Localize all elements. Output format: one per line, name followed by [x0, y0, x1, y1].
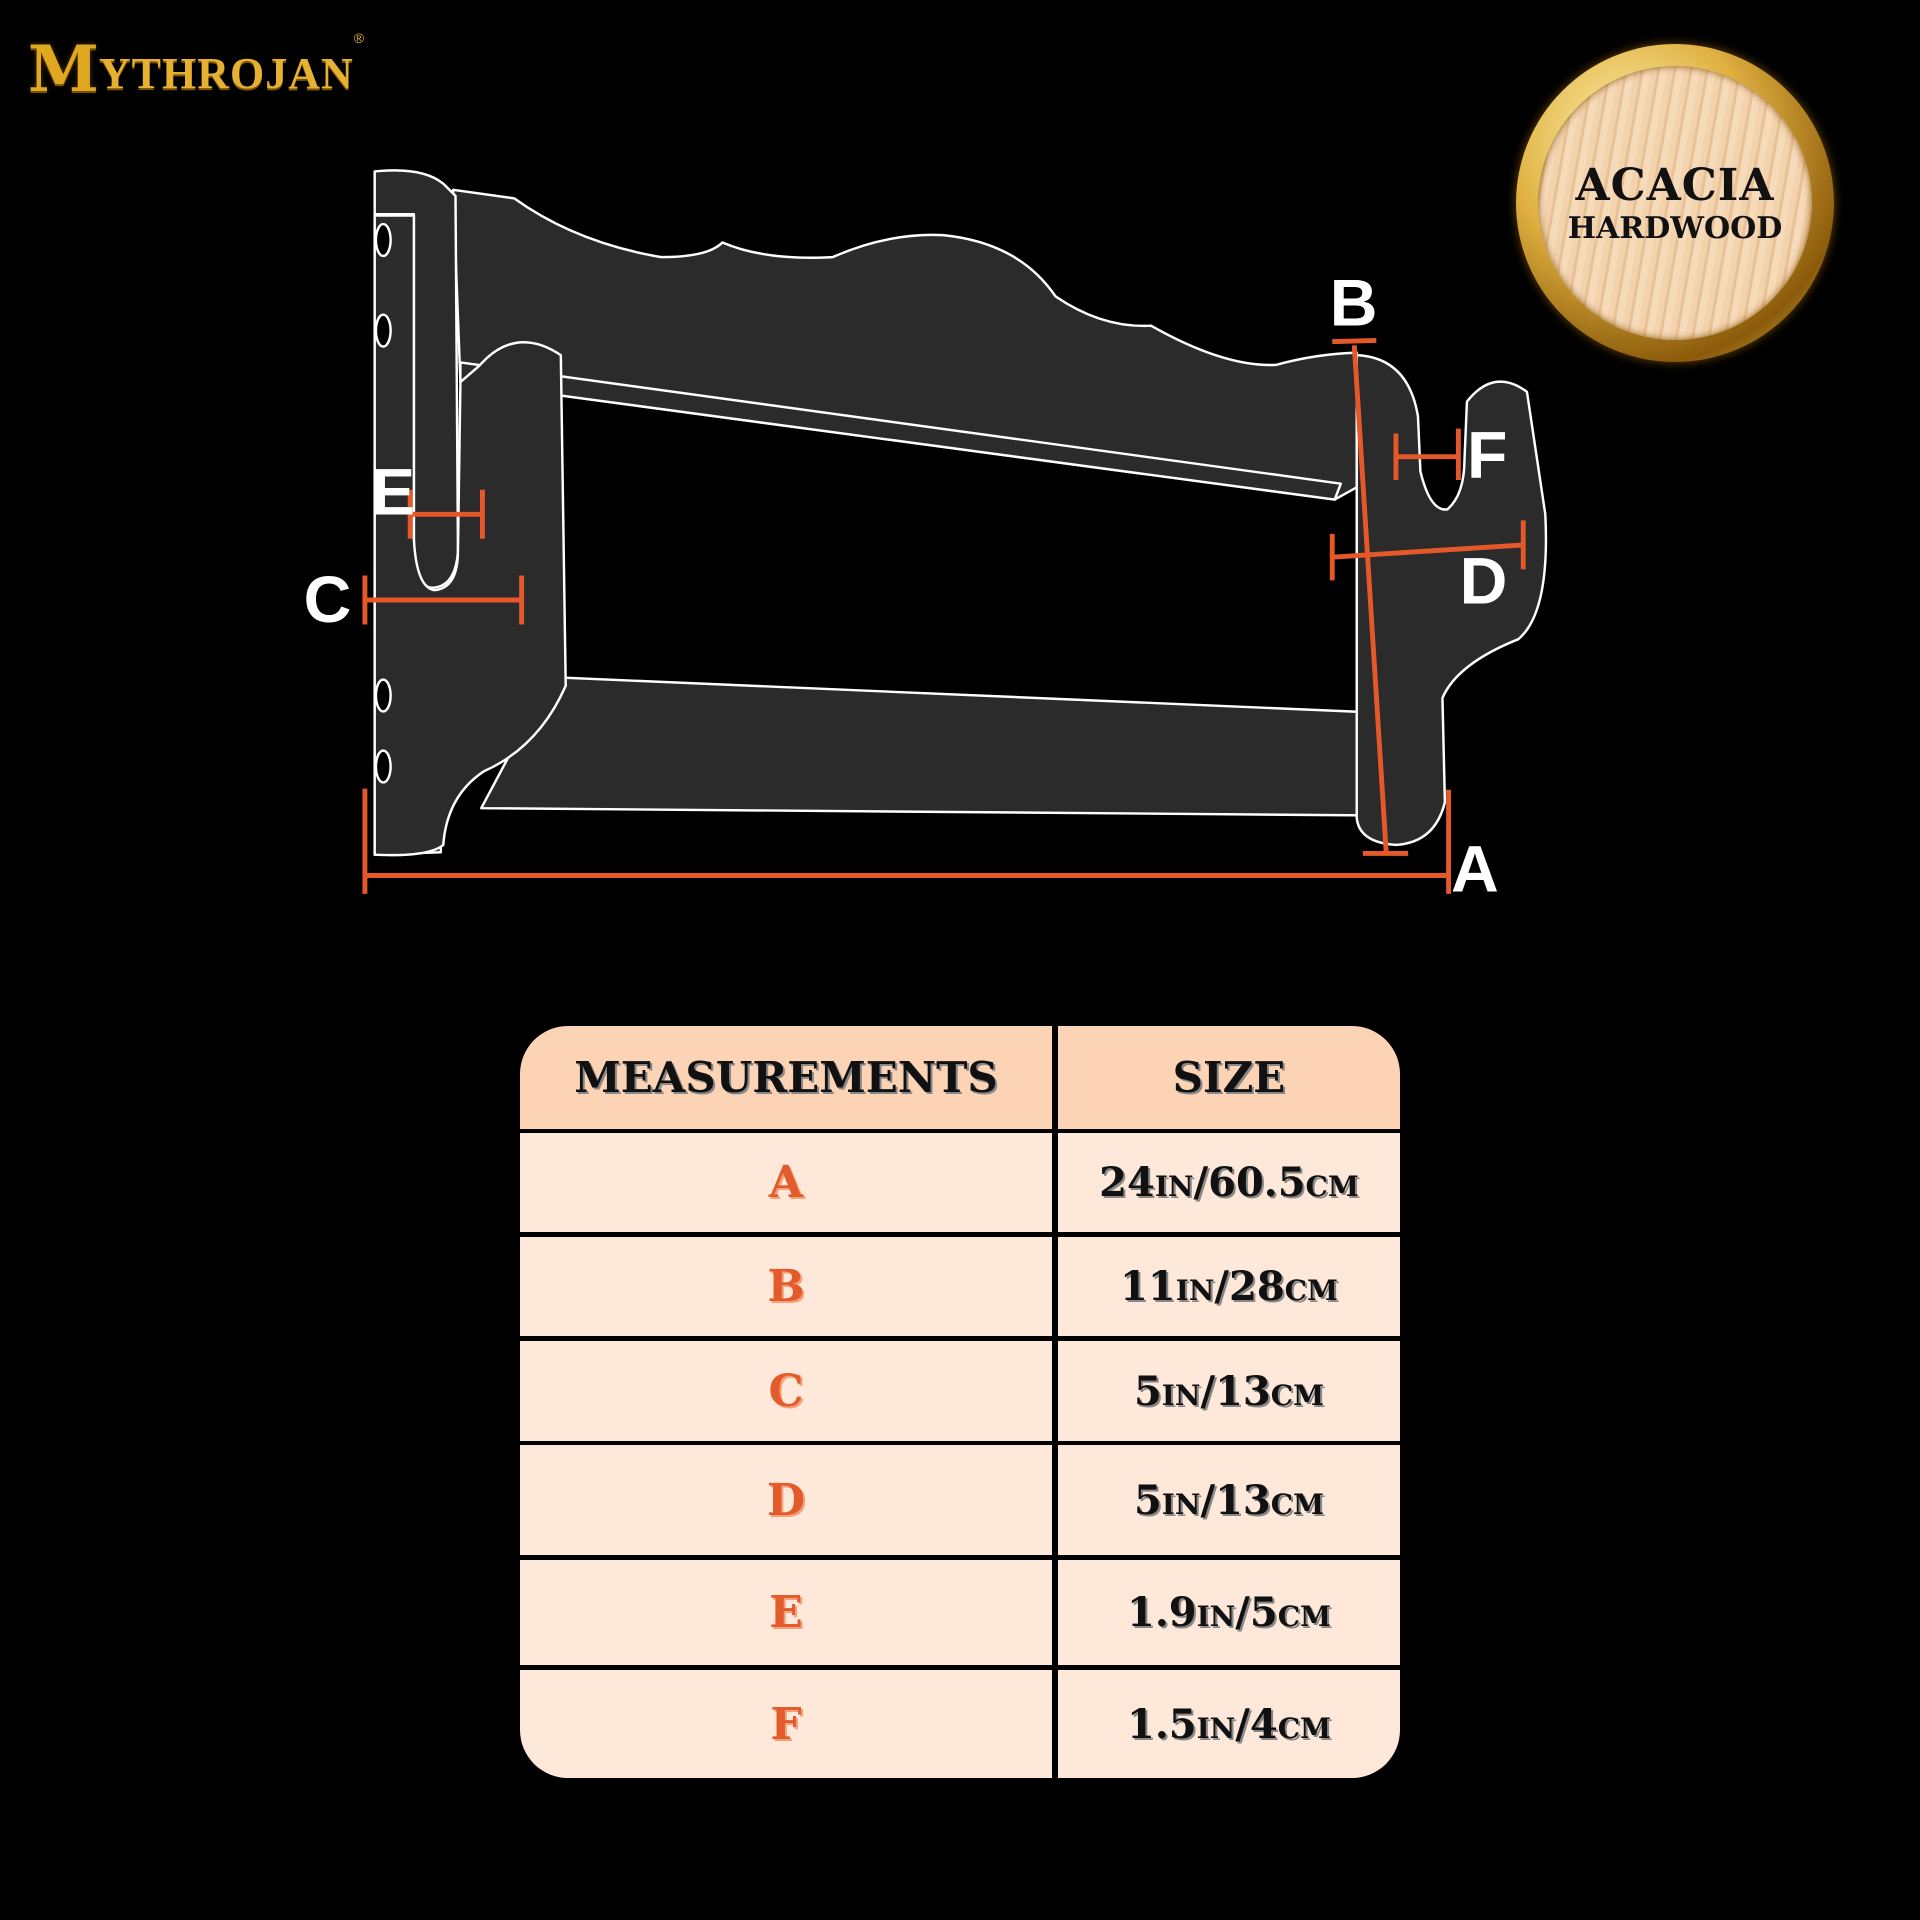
- label-a: A: [1451, 832, 1499, 906]
- row-size: 1.5in/4cm: [1058, 1670, 1400, 1778]
- dimension-d: [1329, 520, 1526, 581]
- row-label: E: [520, 1560, 1052, 1665]
- row-label: C: [520, 1341, 1052, 1441]
- row-size: 5in/13cm: [1058, 1445, 1400, 1555]
- badge-line2: HARDWOOD: [1567, 211, 1783, 246]
- row-size: 24in/60.5cm: [1058, 1133, 1400, 1232]
- brand-logo: M YTHROJAN ®: [28, 22, 364, 102]
- table-row: A 24in/60.5cm: [520, 1133, 1400, 1232]
- row-label: B: [520, 1237, 1052, 1336]
- dimension-f: [1393, 428, 1461, 480]
- logo-text: YTHROJAN: [98, 49, 354, 98]
- measurement-lines: [362, 337, 1526, 894]
- header-size: SIZE: [1058, 1026, 1400, 1129]
- dimension-a: [362, 788, 1452, 894]
- mounting-holes: [374, 222, 392, 784]
- measurements-table: MEASUREMENTS SIZE A 24in/60.5cm B 11in/2…: [520, 1026, 1400, 1778]
- top-wavy-board: [451, 188, 1358, 501]
- table-row: E 1.9in/5cm: [520, 1560, 1400, 1665]
- dimension-c: [362, 575, 525, 625]
- label-f: F: [1467, 419, 1507, 493]
- label-b: B: [1330, 267, 1378, 341]
- table-row: D 5in/13cm: [520, 1445, 1400, 1555]
- table-row: C 5in/13cm: [520, 1341, 1400, 1441]
- header-measurements: MEASUREMENTS: [520, 1026, 1052, 1129]
- row-size: 11in/28cm: [1058, 1237, 1400, 1336]
- table-row: F 1.5in/4cm: [520, 1670, 1400, 1778]
- logo-initial: M: [28, 32, 99, 107]
- registered-mark: ®: [353, 30, 365, 46]
- label-e: E: [371, 455, 415, 529]
- table-row: B 11in/28cm: [520, 1237, 1400, 1336]
- bottom-bar: [480, 675, 1383, 817]
- table-header: MEASUREMENTS SIZE: [520, 1026, 1400, 1129]
- row-size: 1.9in/5cm: [1058, 1560, 1400, 1665]
- left-front-hook: [373, 214, 567, 857]
- row-label: F: [520, 1670, 1052, 1778]
- row-size: 5in/13cm: [1058, 1341, 1400, 1441]
- top-shelf-edge: [459, 361, 1343, 501]
- label-d: D: [1460, 545, 1508, 619]
- right-end-plate: [1355, 353, 1548, 847]
- material-badge: ACACIA HARDWOOD: [1516, 44, 1834, 362]
- badge-line1: ACACIA: [1575, 160, 1775, 211]
- dimension-e: [407, 489, 485, 539]
- row-label: D: [520, 1445, 1052, 1555]
- row-label: A: [520, 1133, 1052, 1232]
- label-c: C: [304, 563, 352, 637]
- dimension-b: [1332, 337, 1409, 856]
